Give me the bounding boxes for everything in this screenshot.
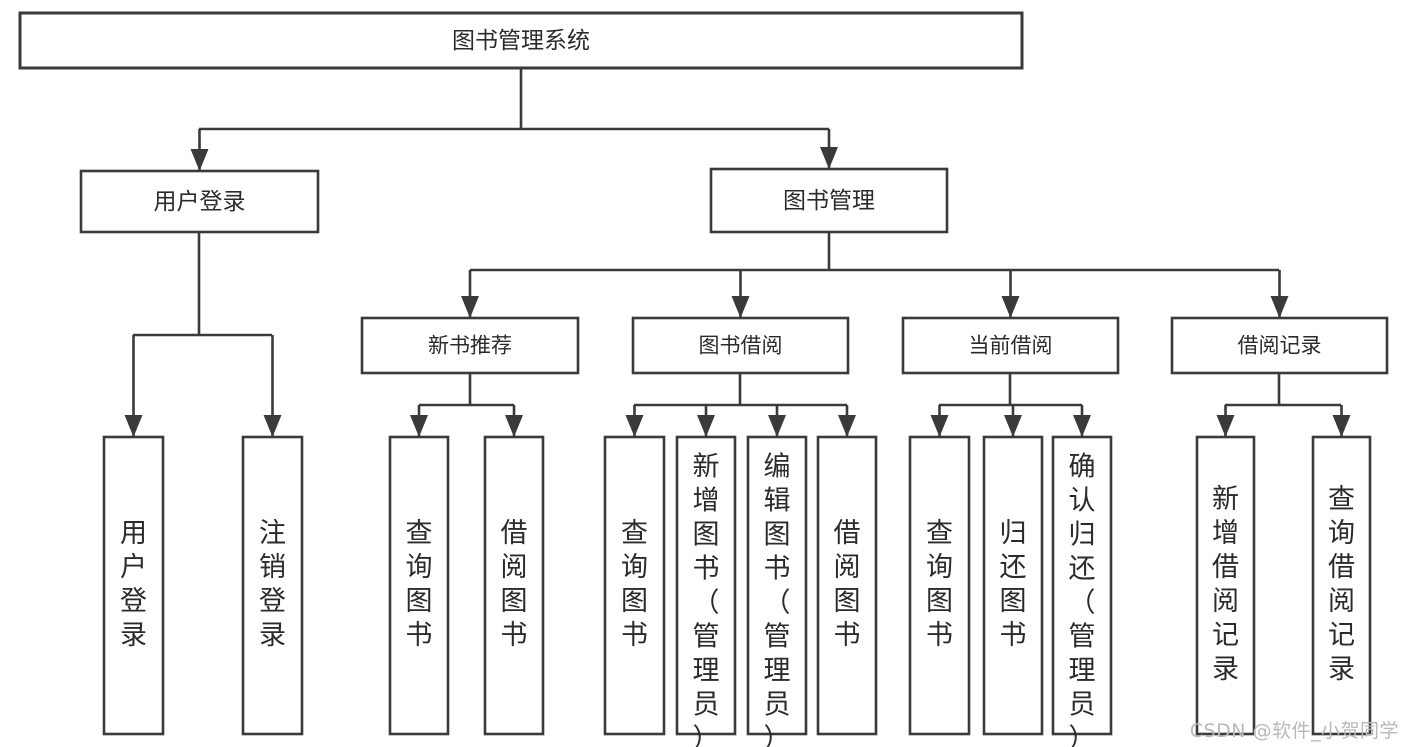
arrow-head-icon — [930, 415, 949, 437]
arrow-head-icon — [1073, 415, 1091, 437]
level2-node-label: 新书推荐 — [428, 334, 512, 358]
level1-node-rect — [709, 167, 949, 234]
leaf-node-6[interactable]: 编辑图书（管理员） — [746, 435, 808, 747]
leaf-node-label: 用户登录 — [120, 518, 147, 651]
leaf-node-4[interactable]: 查询图书 — [603, 435, 666, 736]
leaf-node-0[interactable]: 用户登录 — [102, 435, 165, 736]
level2-node-0[interactable]: 新书推荐 — [360, 316, 580, 375]
leaf-node-label: 确认归还（管理员） — [1069, 452, 1096, 747]
leaf-node-label: 新增图书（管理员） — [693, 452, 720, 747]
arrow-head-icon — [124, 415, 143, 437]
leaf-node-label: 归还图书 — [1000, 518, 1027, 651]
leaf-node-rect — [908, 435, 971, 736]
level2-node-2[interactable]: 当前借阅 — [901, 316, 1120, 375]
level1-node-0[interactable]: 用户登录 — [79, 169, 320, 234]
leaf-node-9[interactable]: 归还图书 — [982, 435, 1044, 736]
leaf-node-label: 查询图书 — [926, 518, 953, 651]
arrow-head-icon — [820, 147, 838, 169]
leaf-node-11[interactable]: 新增借阅记录 — [1195, 435, 1256, 736]
arrow-head-icon — [697, 415, 715, 437]
root-node-label: 图书管理系统 — [452, 28, 590, 54]
leaf-node-rect — [746, 435, 808, 736]
leaf-node-label: 借阅图书 — [501, 518, 528, 651]
leaf-node-rect — [388, 435, 450, 736]
leaf-node-2[interactable]: 查询图书 — [388, 435, 450, 736]
leaf-node-rect — [675, 435, 737, 736]
arrow-head-icon — [1216, 415, 1235, 437]
leaf-node-5[interactable]: 新增图书（管理员） — [675, 435, 737, 747]
level2-node-rect — [360, 316, 580, 375]
level2-node-label: 借阅记录 — [1238, 334, 1322, 358]
leaf-node-rect — [603, 435, 666, 736]
arrow-head-icon — [838, 415, 856, 437]
arrow-head-icon — [1332, 415, 1351, 437]
level1-node-label: 用户登录 — [154, 189, 246, 215]
arrow-head-icon — [1001, 296, 1020, 318]
level2-node-label: 图书借阅 — [699, 334, 783, 358]
leaf-node-rect — [1311, 435, 1372, 736]
leaf-node-12[interactable]: 查询借阅记录 — [1311, 435, 1372, 736]
level1-node-rect — [79, 169, 320, 234]
level2-node-3[interactable]: 借阅记录 — [1170, 316, 1389, 375]
leaf-node-10[interactable]: 确认归还（管理员） — [1051, 435, 1113, 747]
root-node[interactable]: 图书管理系统 — [18, 11, 1024, 70]
arrow-head-icon — [1270, 296, 1289, 318]
arrow-head-icon — [505, 415, 523, 437]
level2-node-rect — [901, 316, 1120, 375]
leaf-node-label: 查询图书 — [406, 518, 433, 651]
level2-node-rect — [1170, 316, 1389, 375]
arrow-head-icon — [1004, 415, 1022, 437]
arrow-head-icon — [410, 415, 428, 437]
arrow-head-icon — [625, 415, 644, 437]
leaf-node-label: 查询图书 — [621, 518, 648, 651]
leaf-node-7[interactable]: 借阅图书 — [816, 435, 878, 736]
level2-node-rect — [631, 316, 850, 375]
leaf-node-label: 借阅图书 — [834, 518, 861, 651]
leaf-node-label: 注销登录 — [259, 518, 286, 651]
level1-node-1[interactable]: 图书管理 — [709, 167, 949, 234]
level2-node-1[interactable]: 图书借阅 — [631, 316, 850, 375]
leaf-node-label: 编辑图书（管理员） — [764, 452, 791, 747]
leaf-node-8[interactable]: 查询图书 — [908, 435, 971, 736]
leaf-node-rect — [1051, 435, 1113, 736]
leaf-node-rect — [1195, 435, 1256, 736]
leaf-node-label: 查询借阅记录 — [1328, 484, 1355, 685]
leaf-node-rect — [816, 435, 878, 736]
arrow-head-icon — [731, 296, 750, 318]
leaf-node-3[interactable]: 借阅图书 — [483, 435, 545, 736]
arrow-head-icon — [461, 296, 479, 318]
leaf-node-rect — [483, 435, 545, 736]
arrow-head-icon — [768, 415, 786, 437]
leaf-node-rect — [102, 435, 165, 736]
leaf-node-rect — [982, 435, 1044, 736]
level2-node-label: 当前借阅 — [969, 334, 1053, 358]
leaf-node-1[interactable]: 注销登录 — [241, 435, 304, 736]
arrow-head-icon — [263, 415, 282, 437]
leaf-node-rect — [241, 435, 304, 736]
root-node-rect — [18, 11, 1024, 70]
arrow-head-icon — [190, 149, 209, 171]
leaf-node-label: 新增借阅记录 — [1212, 484, 1239, 685]
level1-node-label: 图书管理 — [783, 188, 875, 214]
